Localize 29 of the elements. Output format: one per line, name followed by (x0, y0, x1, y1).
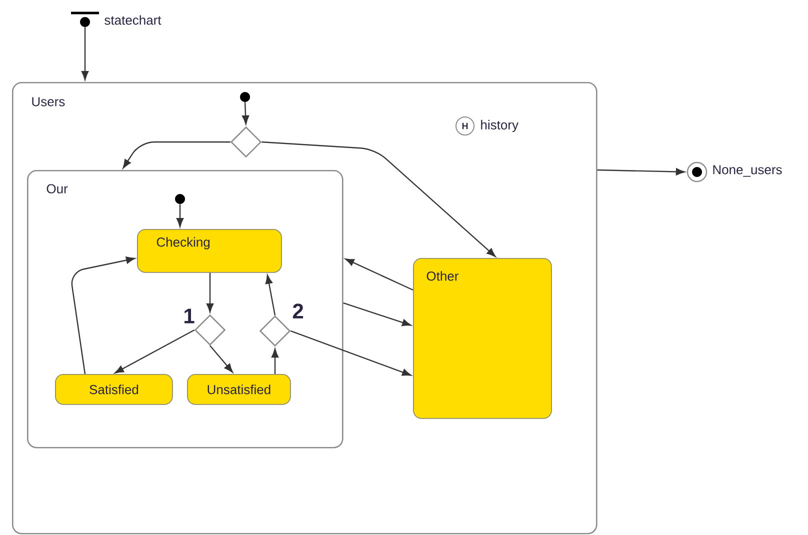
transition-arrow (290, 330, 412, 376)
transition-arrow (206, 272, 214, 312)
transition-arrow (242, 102, 250, 124)
transition-arrow (265, 274, 276, 316)
final-state (686, 162, 708, 182)
transition-arrow (71, 256, 136, 374)
transition-arrow (343, 302, 412, 326)
initial-state-dot (240, 92, 250, 102)
state-box: Other (413, 258, 552, 419)
transition-arrow (262, 141, 496, 257)
state-box: Satisfied (55, 374, 173, 405)
transition-arrow (81, 27, 89, 80)
state-name: history (481, 120, 518, 132)
transition-arrow (114, 329, 195, 374)
history-state: H (456, 116, 474, 136)
transition-arrow (122, 141, 230, 168)
state-box: Unsatisfied (187, 374, 291, 405)
transition-arrow (345, 258, 414, 291)
state-name: statechart (104, 15, 162, 25)
state-name: None_users (713, 165, 782, 177)
transition-arrow (597, 168, 685, 176)
choice-number: 1 (184, 308, 194, 324)
state-box: Checking (137, 228, 282, 273)
initial-state-dot (71, 12, 99, 27)
transition-arrow (210, 345, 233, 373)
transition-arrow (271, 348, 279, 374)
transition-arrow (176, 204, 184, 228)
choice-number: 2 (292, 304, 304, 318)
initial-state-dot (175, 194, 185, 204)
